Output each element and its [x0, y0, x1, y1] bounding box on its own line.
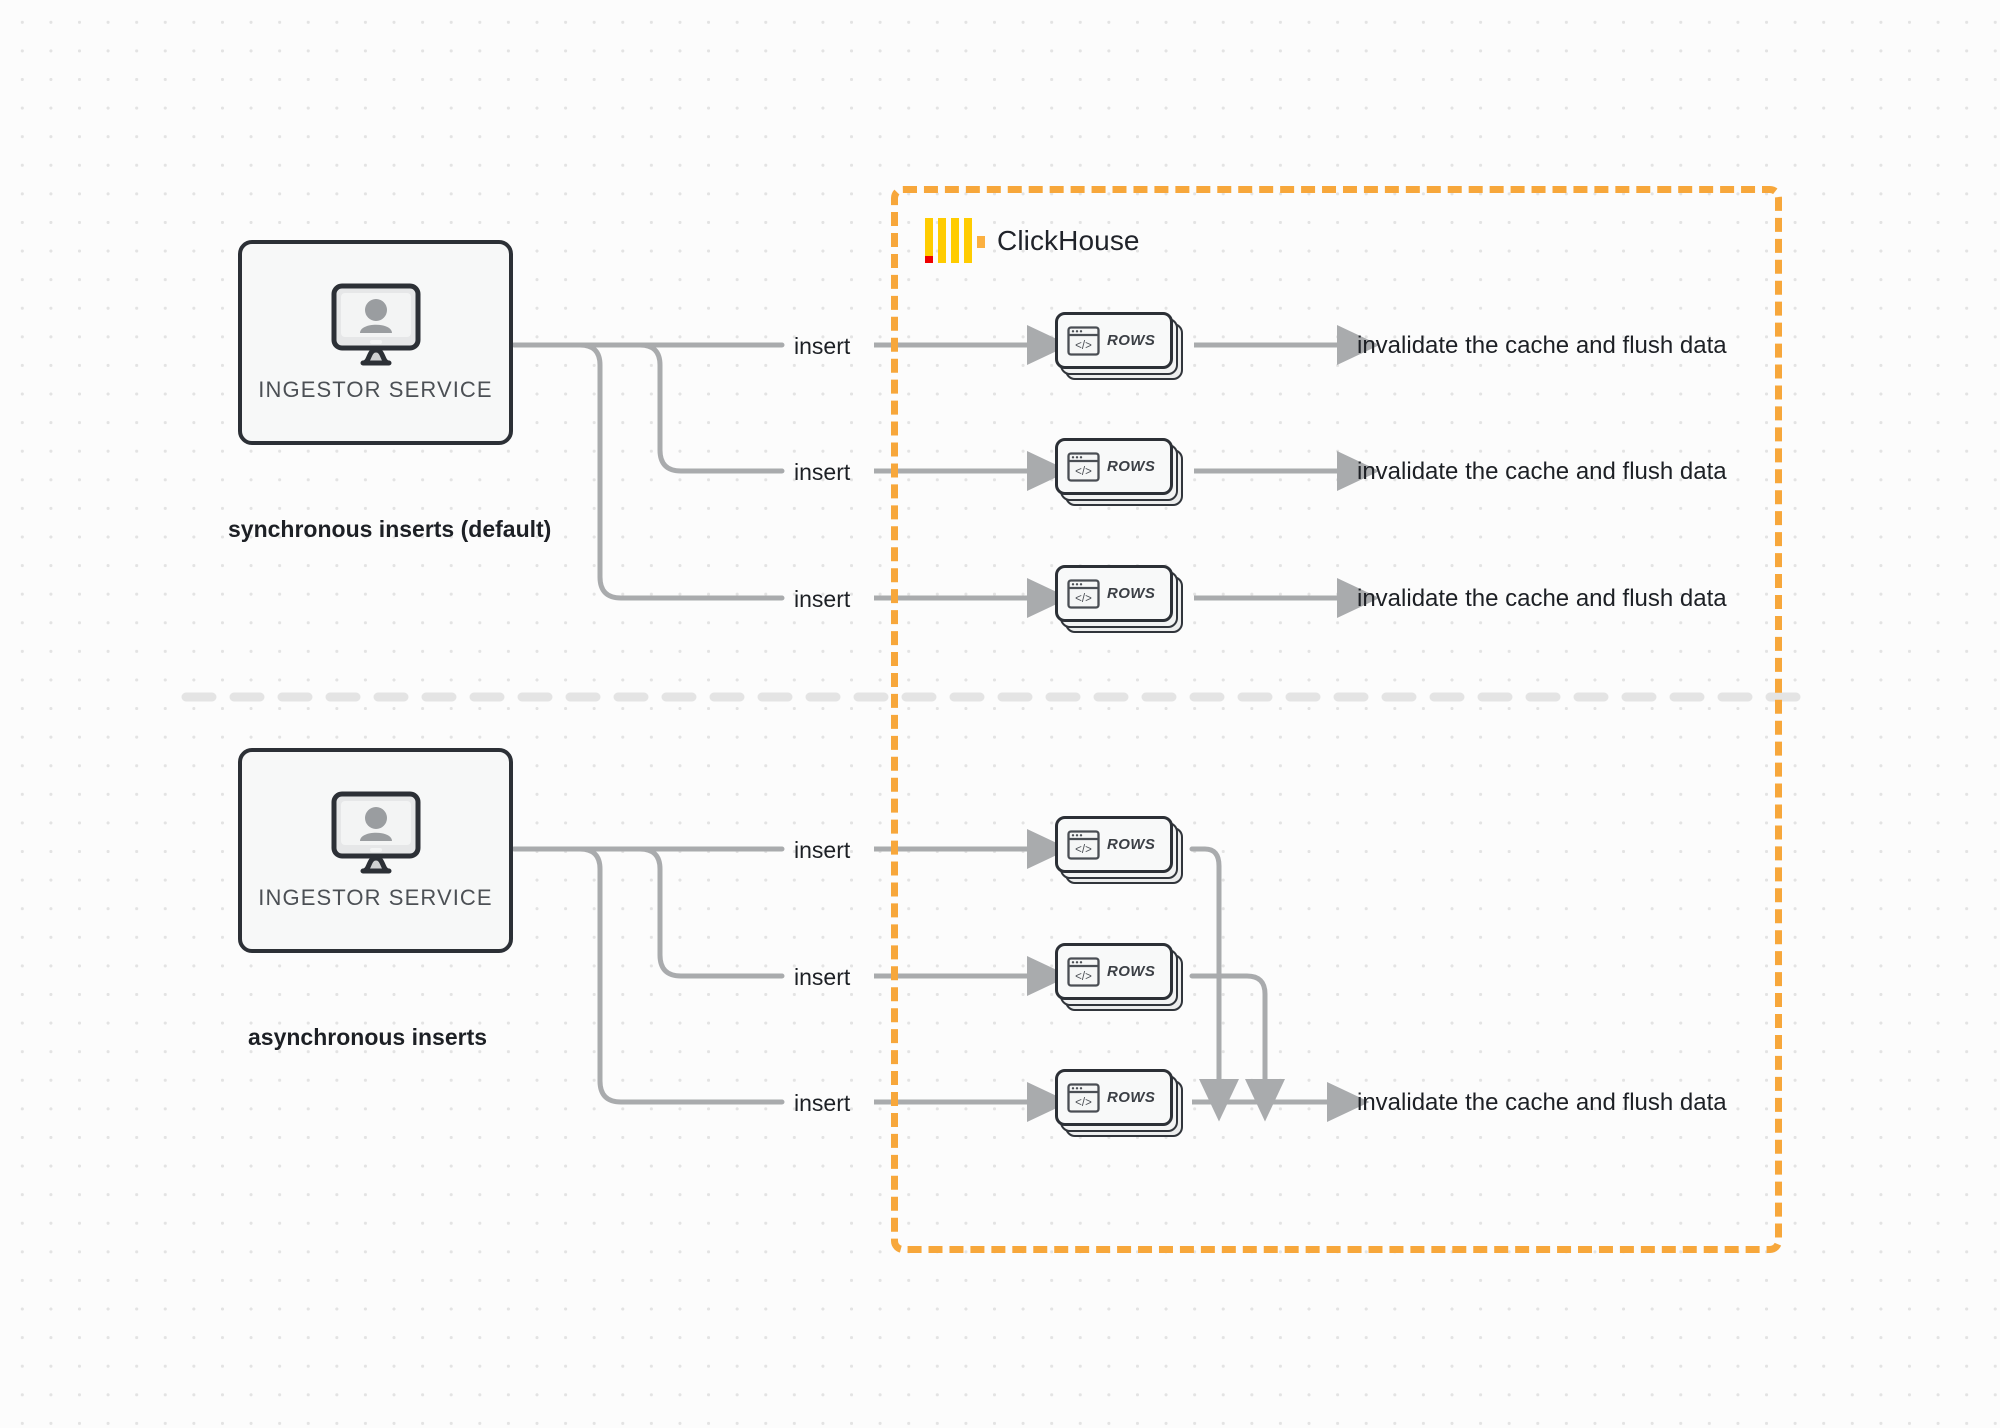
insert-label-sync-3: insert	[794, 586, 851, 612]
code-window-icon: </>	[1067, 451, 1100, 482]
rows-node-sync-1[interactable]: </> ROWS	[1055, 312, 1183, 380]
output-label-sync-2: invalidate the cache and flush data	[1357, 458, 1727, 485]
async-merge-edges	[1189, 846, 1285, 1122]
svg-text:</>: </>	[1075, 340, 1092, 352]
sync-output-arrows	[1194, 325, 1380, 618]
rows-node-sync-2[interactable]: </> ROWS	[1055, 438, 1183, 506]
code-window-icon: </>	[1067, 829, 1100, 860]
rows-node-async-1[interactable]: </> ROWS	[1055, 816, 1183, 884]
rows-node-label: ROWS	[1107, 332, 1156, 349]
svg-text:</>: </>	[1075, 593, 1092, 605]
output-label-sync-3: invalidate the cache and flush data	[1357, 585, 1727, 612]
rows-node-async-2[interactable]: </> ROWS	[1055, 943, 1183, 1011]
rows-node-label: ROWS	[1107, 836, 1156, 853]
code-window-icon: </>	[1067, 1082, 1100, 1113]
monitor-user-icon	[331, 283, 420, 365]
code-window-icon: </>	[1067, 956, 1100, 987]
insert-label-async-1: insert	[794, 837, 851, 863]
clickhouse-label: ClickHouse	[997, 224, 1140, 256]
code-window-icon: </>	[1067, 325, 1100, 356]
rows-node-label: ROWS	[1107, 1089, 1156, 1106]
clickhouse-logo-icon	[925, 218, 985, 263]
svg-text:</>: </>	[1075, 971, 1092, 983]
rows-node-async-3[interactable]: </> ROWS	[1055, 1069, 1183, 1137]
monitor-user-icon	[331, 791, 420, 873]
insert-label-sync-1: insert	[794, 333, 851, 359]
ingestor-service-sync[interactable]: INGESTOR SERVICE	[238, 240, 513, 445]
clickhouse-brand: ClickHouse	[925, 218, 1140, 263]
svg-text:</>: </>	[1075, 1097, 1092, 1109]
caption-asynchronous: asynchronous inserts	[248, 1024, 488, 1050]
svg-text:</>: </>	[1075, 844, 1092, 856]
output-label-async-merged: invalidate the cache and flush data	[1357, 1089, 1727, 1116]
async-branch-edges	[511, 846, 785, 1105]
ingestor-service-label: INGESTOR SERVICE	[258, 884, 493, 910]
clickhouse-boundary	[891, 186, 1782, 1253]
sync-insert-arrows	[874, 325, 1070, 618]
insert-label-async-2: insert	[794, 964, 851, 990]
rows-node-label: ROWS	[1107, 458, 1156, 475]
ingestor-service-label: INGESTOR SERVICE	[258, 376, 493, 402]
ingestor-service-async[interactable]: INGESTOR SERVICE	[238, 748, 513, 953]
svg-text:</>: </>	[1075, 466, 1092, 478]
output-label-sync-1: invalidate the cache and flush data	[1357, 332, 1727, 359]
insert-label-async-3: insert	[794, 1090, 851, 1116]
caption-synchronous: synchronous inserts (default)	[228, 516, 552, 542]
insert-label-sync-2: insert	[794, 459, 851, 485]
sync-branch-edges	[511, 342, 785, 601]
async-insert-arrows	[874, 829, 1070, 1122]
rows-node-label: ROWS	[1107, 963, 1156, 980]
code-window-icon: </>	[1067, 578, 1100, 609]
rows-node-label: ROWS	[1107, 585, 1156, 602]
rows-node-sync-3[interactable]: </> ROWS	[1055, 565, 1183, 633]
